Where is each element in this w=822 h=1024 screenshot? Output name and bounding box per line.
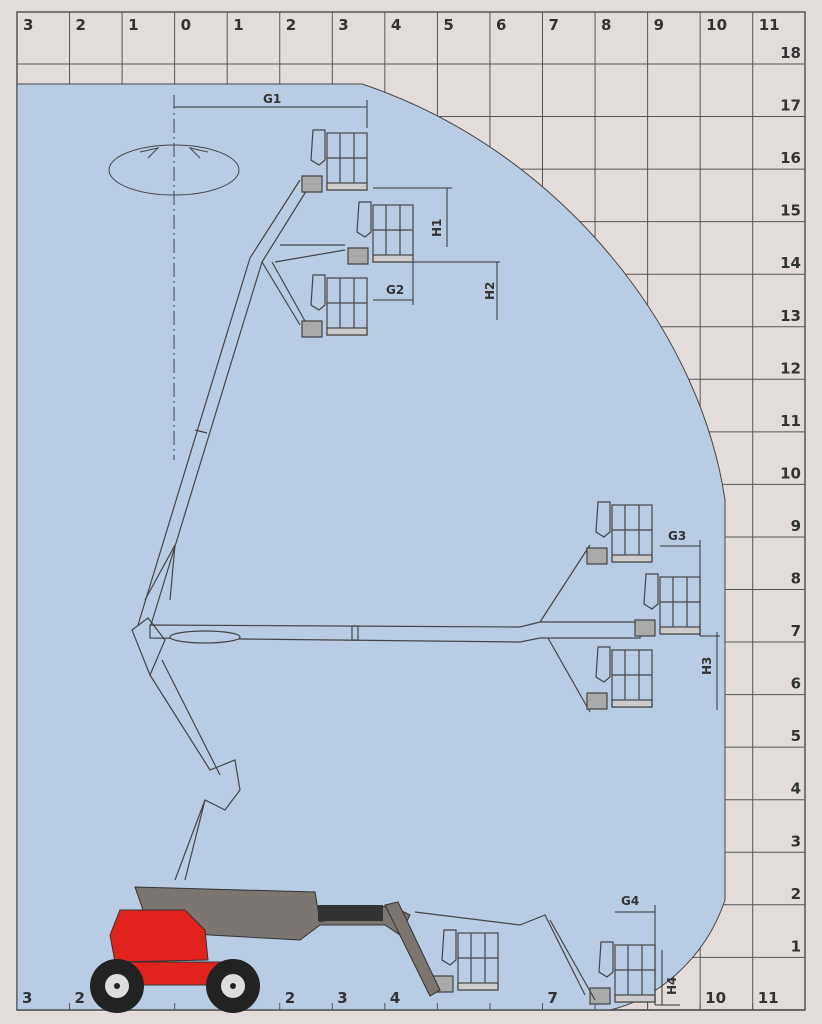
right-axis-label: 11 [780, 412, 801, 430]
right-axis-label: 9 [791, 517, 801, 535]
bottom-axis-label: 10 [705, 989, 726, 1007]
bottom-axis-label: 4 [390, 989, 400, 1007]
right-axis-label: 15 [780, 202, 801, 220]
platform-basket [301, 274, 368, 338]
top-axis-label: 2 [286, 16, 296, 34]
right-axis-label: 13 [780, 307, 801, 325]
top-axis-label: 7 [549, 16, 559, 34]
platform-positions [301, 129, 701, 1005]
machine-base [90, 886, 441, 1013]
top-axis-label: 10 [706, 16, 727, 34]
bottom-axis-label: 3 [22, 989, 32, 1007]
right-axis-label: 6 [791, 675, 801, 693]
top-axis-label: 8 [601, 16, 611, 34]
top-axis-label: 5 [443, 16, 453, 34]
bottom-axis-label: 2 [285, 989, 295, 1007]
right-axis-label: 2 [791, 885, 801, 903]
platform-basket [347, 201, 414, 265]
right-axis-label: 4 [791, 780, 801, 798]
top-axis-label: 11 [759, 16, 780, 34]
lower-boom [131, 544, 241, 881]
bottom-axis-label: 7 [548, 989, 558, 1007]
top-axis-label: 9 [654, 16, 664, 34]
bottom-axis-label: 11 [758, 989, 779, 1007]
top-axis-label: 4 [391, 16, 401, 34]
right-axis-label: 1 [791, 937, 801, 955]
horizontal-boom [149, 544, 641, 713]
dimension-g1: G1 [263, 92, 281, 106]
bottom-axis-label: 2 [75, 989, 85, 1007]
platform-basket [586, 501, 653, 565]
right-axis-label: 17 [780, 97, 801, 115]
top-axis-label: 1 [233, 16, 243, 34]
right-axis-label: 10 [780, 464, 801, 482]
top-axis-label: 6 [496, 16, 506, 34]
dimension-g2: G2 [386, 283, 404, 297]
dimension-h4: H4 [665, 977, 679, 995]
dimension-h3: H3 [700, 657, 714, 675]
right-axis-label: 8 [791, 570, 801, 588]
bottom-axis-label: 3 [337, 989, 347, 1007]
platform-basket [301, 129, 368, 193]
platform-basket [589, 941, 656, 1005]
right-axis-label: 12 [780, 359, 801, 377]
dimension-g3: G3 [668, 529, 686, 543]
right-axis-label: 16 [780, 149, 801, 167]
right-axis-label: 7 [791, 622, 801, 640]
platform-basket [586, 646, 653, 710]
right-axis-label: 14 [780, 254, 801, 272]
dimension-h2: H2 [483, 282, 497, 300]
right-axis-label: 3 [791, 832, 801, 850]
dimension-lines [174, 100, 720, 1006]
top-axis-label: 2 [76, 16, 86, 34]
top-axis-label: 3 [23, 16, 33, 34]
main-boom [137, 179, 346, 629]
right-axis-label: 18 [780, 44, 801, 62]
working-envelope [16, 83, 726, 1011]
dimension-g4: G4 [621, 894, 639, 908]
top-axis-label: 1 [128, 16, 138, 34]
platform-basket [634, 573, 701, 637]
dimension-h1: H1 [430, 219, 444, 237]
top-axis-label: 0 [181, 16, 191, 34]
top-axis-label: 3 [338, 16, 348, 34]
right-axis-label: 5 [791, 727, 801, 745]
lowered-jib [414, 911, 596, 1001]
